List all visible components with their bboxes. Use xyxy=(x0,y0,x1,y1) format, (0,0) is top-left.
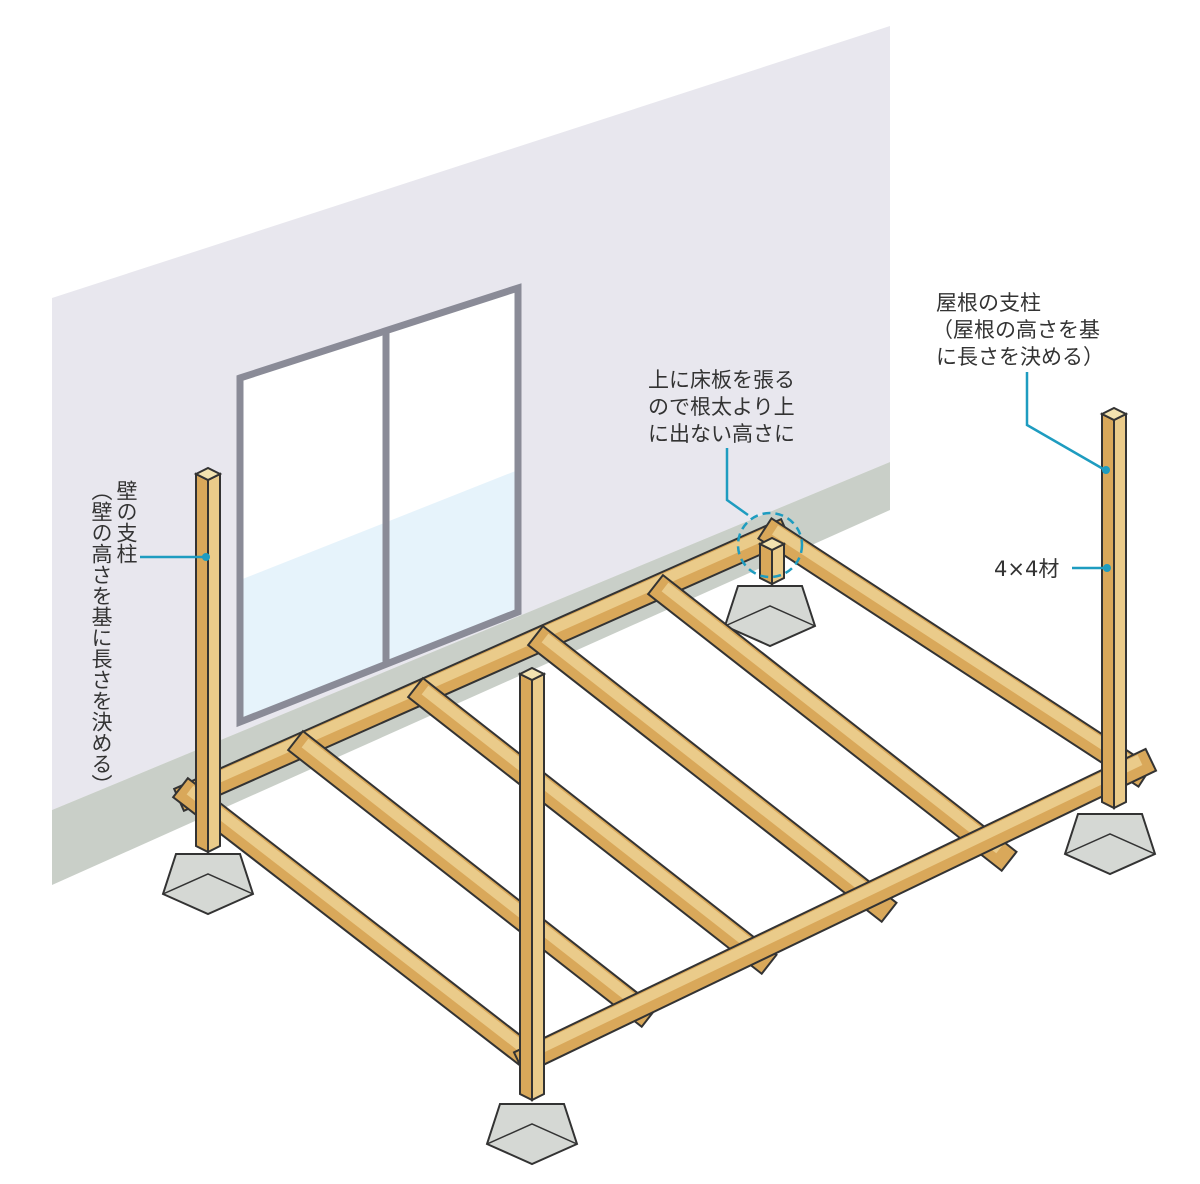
wall-post xyxy=(193,466,223,854)
roof-post xyxy=(1099,406,1129,810)
floor-joist xyxy=(526,624,898,924)
front-post xyxy=(517,666,547,1102)
roof-post-note-1: （屋根の高さを基 xyxy=(932,318,1100,342)
wall-post-title: 壁の支柱 xyxy=(114,480,138,564)
floor-joist xyxy=(286,729,658,1029)
short-post-note-1: 上に床板を張る xyxy=(648,368,795,392)
roof-post-note-2: に長さを決める） xyxy=(936,345,1104,369)
short-post-note-3: に出ない高さに xyxy=(648,422,795,446)
window xyxy=(236,283,522,728)
concrete-footing xyxy=(1063,813,1157,876)
left-rim-beam xyxy=(171,776,549,1077)
back-rim-beam xyxy=(172,517,793,813)
floor-joist xyxy=(406,676,778,976)
concrete-footing xyxy=(723,585,817,648)
floor-joist xyxy=(646,573,1018,873)
short-post-note-2: ので根太より上 xyxy=(648,395,795,419)
short-post xyxy=(757,536,787,586)
roof-post-title: 屋根の支柱 xyxy=(936,291,1041,315)
concrete-footing xyxy=(485,1103,579,1166)
leader-lines xyxy=(140,372,1108,570)
wall-post-note: （壁の高さを基に長さを決める） xyxy=(89,480,113,795)
concrete-footing xyxy=(161,853,255,916)
highlight-circle xyxy=(736,511,804,579)
lumber-size-label: 4×4材 xyxy=(994,557,1060,581)
right-rim-beam xyxy=(757,517,1153,788)
front-rim-beam xyxy=(512,747,1158,1076)
